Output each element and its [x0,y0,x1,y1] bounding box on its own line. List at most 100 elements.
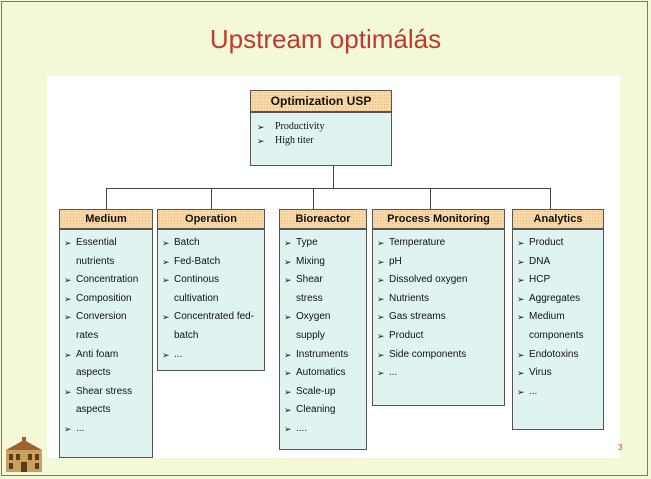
list-item: ➢Shear stress [284,271,363,308]
category-header-medium: Medium [59,209,153,229]
list-item: ➢Endotoxins [517,346,600,365]
arrowhead-bullet-icon: ➢ [517,386,525,397]
list-item: ➢Nutrients [377,290,501,309]
category-header-process-monitoring: Process Monitoring [372,209,505,229]
list-item: ➢Conversion rates [64,308,149,345]
category-body-bioreactor: ➢Type ➢Mixing ➢Shear stress ➢Oxygen supp… [279,229,367,450]
list-item: ➢Temperature [377,234,501,253]
arrowhead-bullet-icon: ➢ [284,423,292,434]
arrowhead-bullet-icon: ➢ [64,275,72,286]
arrowhead-bullet-icon: ➢ [517,349,525,360]
arrowhead-bullet-icon: ➢ [284,312,292,323]
slide-title: Upstream optimálás [209,24,442,54]
arrowhead-bullet-icon: ➢ [162,275,170,286]
list-item: ➢Product [517,234,600,253]
arrowhead-bullet-icon: ➢ [377,368,385,379]
arrowhead-bullet-icon: ➢ [284,238,292,248]
category-header-operation: Operation [157,209,265,229]
list-item: ➢Fed-Batch [162,253,261,272]
connector-process-monitoring [430,188,431,209]
connector-analytics [550,188,551,209]
arrowhead-bullet-icon: ➢ [162,349,170,360]
list-item: ➢Batch [162,234,261,253]
arrowhead-bullet-icon: ➢ [162,312,170,323]
arrowhead-bullet-icon: ➢ [377,275,385,286]
arrowhead-bullet-icon: ➢ [284,405,292,416]
arrowhead-bullet-icon: ➢ [377,238,385,248]
list-item: ➢Gas streams [377,308,501,327]
list-item: ➢Cleaning [284,401,363,420]
arrowhead-bullet-icon: ➢ [162,238,170,248]
arrowhead-bullet-icon: ➢ [64,386,72,397]
connector-root-down [333,166,334,188]
connector-horizontal [106,188,550,189]
arrowhead-bullet-icon: ➢ [284,275,292,286]
arrowhead-bullet-icon: ➢ [377,256,385,267]
connector-medium [106,188,107,209]
category-header-analytics: Analytics [512,209,604,229]
list-item: ➢Medium components [517,308,600,345]
list-item: ➢pH [377,253,501,272]
list-item: ➢... [377,364,501,383]
page-number: 3 [618,443,623,452]
arrowhead-bullet-icon: ➢ [377,312,385,323]
arrowhead-bullet-icon: ➢ [64,349,72,360]
list-item: ➢... [162,346,261,365]
list-item: ➢Type [284,234,363,253]
list-item: ➢DNA [517,253,600,272]
arrowhead-bullet-icon: ➢ [64,312,72,323]
list-item: ➢Continous cultivation [162,271,261,308]
list-item: ➢Automatics [284,364,363,383]
arrowhead-bullet-icon: ➢ [284,349,292,360]
arrowhead-bullet-icon: ➢ [517,293,525,304]
list-item: ➢High titer [257,135,314,146]
arrowhead-bullet-icon: ➢ [377,349,385,360]
list-item: ➢Dissolved oxygen [377,271,501,290]
list-item: ➢Virus [517,364,600,383]
list-item: ➢Scale-up [284,383,363,402]
arrowhead-bullet-icon: ➢ [377,330,385,341]
list-item: ➢Product [377,327,501,346]
arrowhead-bullet-icon: ➢ [64,238,72,248]
arrowhead-bullet-icon: ➢ [517,238,525,248]
arrowhead-bullet-icon: ➢ [257,136,265,146]
list-item: ➢Instruments [284,346,363,365]
list-item: ➢Mixing [284,253,363,272]
list-item: ➢Side components [377,346,501,365]
arrowhead-bullet-icon: ➢ [377,293,385,304]
list-item: ➢... [64,420,149,439]
root-node-header: Optimization USP [250,90,392,112]
category-body-analytics: ➢Product ➢DNA ➢HCP ➢Aggregates ➢Medium c… [512,229,604,430]
arrowhead-bullet-icon: ➢ [284,368,292,379]
org-chart-diagram: Optimization USP ➢Productivity ➢High tit… [47,76,620,458]
university-building-logo-icon [6,437,42,472]
list-item: ➢... [517,383,600,402]
arrowhead-bullet-icon: ➢ [284,256,292,267]
arrowhead-bullet-icon: ➢ [64,423,72,434]
list-item: ➢Oxygen supply [284,308,363,345]
arrowhead-bullet-icon: ➢ [64,293,72,304]
arrowhead-bullet-icon: ➢ [517,256,525,267]
list-item: ➢Essential nutrients [64,234,149,271]
connector-operation [211,188,212,209]
list-item: ➢Composition [64,290,149,309]
root-node-body: ➢Productivity ➢High titer [250,112,392,166]
arrowhead-bullet-icon: ➢ [517,368,525,379]
list-item: ➢Aggregates [517,290,600,309]
arrowhead-bullet-icon: ➢ [284,386,292,397]
arrowhead-bullet-icon: ➢ [517,275,525,286]
list-item: ➢Concentration [64,271,149,290]
list-item: ➢Shear stress aspects [64,383,149,420]
category-body-medium: ➢Essential nutrients ➢Concentration ➢Com… [59,229,153,458]
arrowhead-bullet-icon: ➢ [517,312,525,323]
list-item: ➢Anti foam aspects [64,346,149,383]
category-body-operation: ➢Batch ➢Fed-Batch ➢Continous cultivation… [157,229,265,371]
list-item: ➢Concentrated fed- batch [162,308,261,345]
list-item: ➢.... [284,420,363,439]
list-item: ➢Productivity [257,121,325,132]
connector-bioreactor [313,188,314,209]
arrowhead-bullet-icon: ➢ [257,122,265,132]
list-item: ➢HCP [517,271,600,290]
category-header-bioreactor: Bioreactor [279,209,367,229]
